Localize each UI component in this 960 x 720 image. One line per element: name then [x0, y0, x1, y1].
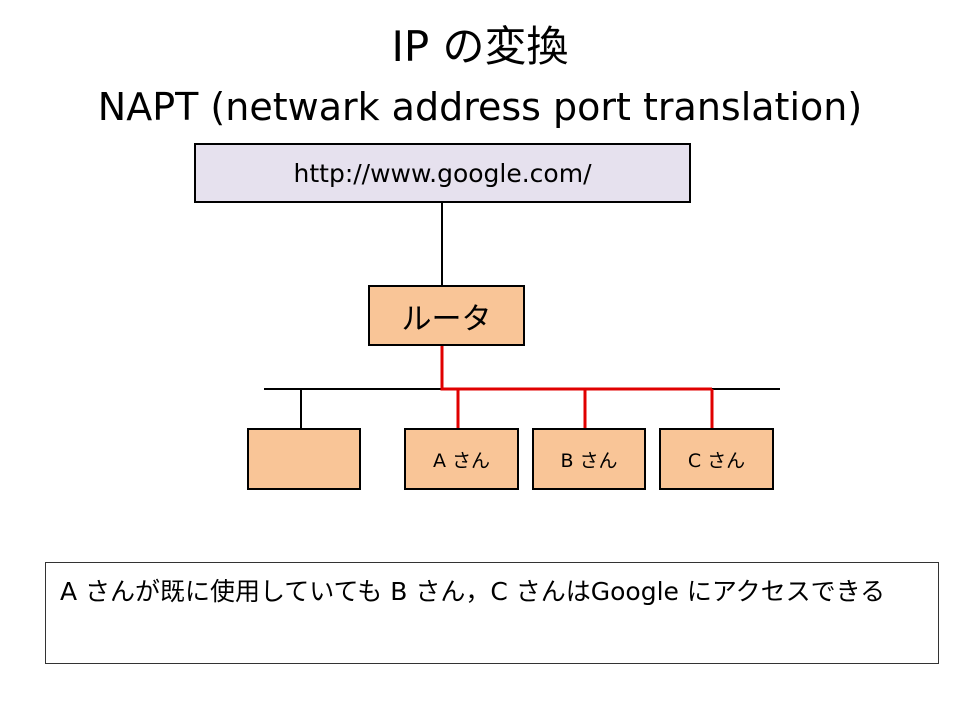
host-box-a: A さん — [404, 428, 519, 490]
slide-title: IP の変換 — [391, 22, 569, 71]
host-label: B さん — [560, 449, 618, 472]
host-box-unlabeled — [247, 428, 361, 490]
google-server-box: http://www.google.com/ — [194, 143, 691, 203]
host-label: A さん — [432, 449, 491, 472]
host-label: C さん — [687, 449, 746, 472]
server-label: http://www.google.com/ — [293, 158, 592, 188]
router-box: ルータ — [368, 285, 525, 346]
active-route-path — [440, 346, 712, 391]
host-box-c: C さん — [659, 428, 774, 490]
explanation-note: A さんが既に使用していても B さん，C さんはGoogle にアクセスできる — [45, 562, 939, 664]
host-box-b: B さん — [532, 428, 646, 490]
router-label: ルータ — [401, 301, 492, 337]
slide-subtitle: NAPT (netwark address port translation) — [97, 85, 863, 129]
